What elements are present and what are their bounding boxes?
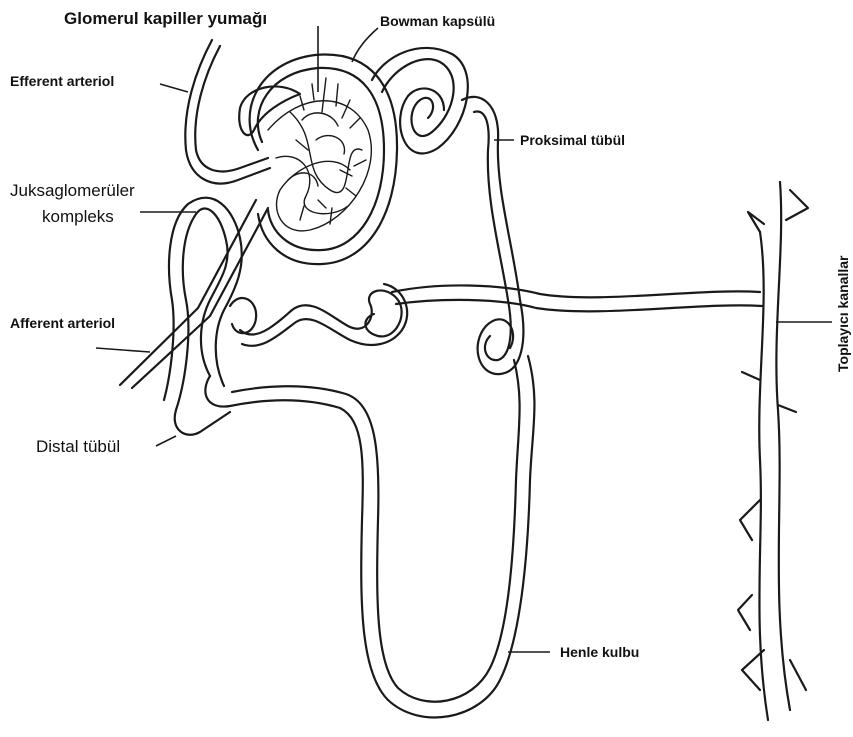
toplayici-label: Toplayıcı kanallar [835,255,851,372]
bowman-leader [352,28,378,62]
glomerul-label: Glomerul kapiller yumağı [64,9,267,28]
henle-label: Henle kulbu [560,644,639,660]
efferent-arteriole [185,40,270,183]
connecting-tubule [392,285,762,311]
distal-label: Distal tübül [36,437,120,456]
afferent-label: Afferent arteriol [10,315,115,331]
henle-loop [205,356,534,717]
collecting-duct [738,182,808,720]
afferent-arteriole [120,200,268,388]
efferent-leader [160,84,188,92]
distal-leader [156,436,176,446]
proksimal-label: Proksimal tübül [520,132,625,148]
juksa-label-line1: Juksaglomerüler [10,181,135,200]
juksa-label-line2: kompleks [42,207,114,226]
efferent-label: Efferent arteriol [10,73,114,89]
proximal-tubule [372,48,523,374]
afferent-leader [96,348,150,352]
leader-lines [96,26,832,652]
bowman-label: Bowman kapsülü [380,13,495,29]
